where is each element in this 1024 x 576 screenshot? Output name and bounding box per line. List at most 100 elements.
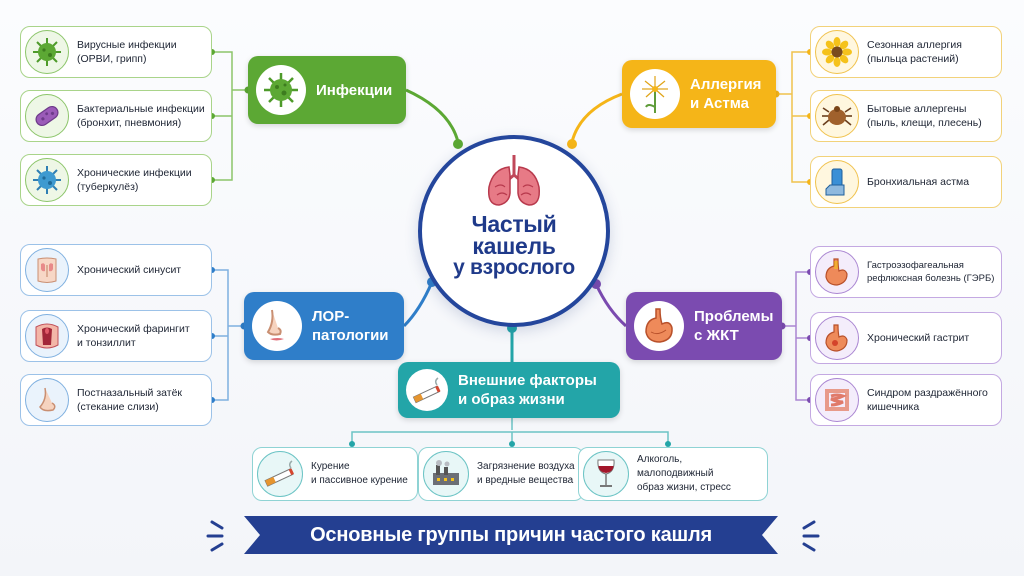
stomach-reflux-icon [815, 250, 859, 294]
sinus-icon [25, 248, 69, 292]
item-line: Хронический фарингит [77, 323, 190, 335]
sunflower-icon [815, 30, 859, 74]
item-line: образ жизни, стресс [637, 482, 731, 493]
item-text: Бактериальные инфекции (бронхит, пневмони… [77, 102, 205, 130]
footer-text: Основные группы причин частого кашля [310, 523, 712, 546]
category-title-line: Аллергия [690, 76, 762, 93]
item-line: (туберкулёз) [77, 181, 139, 193]
category-title: Инфекции [316, 81, 392, 100]
item-text: Хронический гастрит [867, 331, 969, 345]
nose-face-icon [252, 301, 302, 351]
item-line: Алкоголь, малоподвижный [637, 454, 714, 479]
category-infections: Инфекции [248, 56, 406, 124]
inhaler-icon [815, 160, 859, 204]
category-title-line: Внешние факторы [458, 372, 597, 389]
item-line: Хронический синусит [77, 264, 182, 276]
nose-icon [25, 378, 69, 422]
item-text: Хронические инфекции (туберкулёз) [77, 166, 192, 194]
item-line: Хронический гастрит [867, 332, 970, 344]
item-line: кишечника [867, 401, 920, 413]
bacteria-icon [25, 94, 69, 138]
list-item-household-allergens: Бытовые аллергены (пыль, клещи, плесень) [810, 90, 1002, 142]
category-allergy: Аллергия и Астма [622, 60, 776, 128]
category-title: ЛОР- патологии [312, 307, 389, 345]
item-text: Алкоголь, малоподвижный образ жизни, стре… [637, 453, 761, 495]
item-line: (бронхит, пневмония) [77, 117, 182, 129]
item-line: и вредные вещества [477, 475, 574, 486]
list-item-alcohol-lifestyle: Алкоголь, малоподвижный образ жизни, стре… [578, 447, 768, 501]
category-title-line: и образ жизни [458, 391, 565, 408]
item-line: (пыль, клещи, плесень) [867, 117, 982, 129]
category-title-line: с ЖКТ [694, 327, 739, 344]
list-item-postnasal-drip: Постназальный затёк (стекание слизи) [20, 374, 212, 426]
item-line: и пассивное курение [311, 475, 408, 486]
footer-banner: Основные группы причин частого кашля [244, 516, 778, 554]
category-title-line: Инфекции [316, 81, 393, 99]
item-text: Сезонная аллергия (пыльца растений) [867, 38, 962, 66]
item-text: Синдром раздражённого кишечника [867, 386, 988, 414]
stomach-icon [634, 301, 684, 351]
item-text: Постназальный затёк (стекание слизи) [77, 386, 182, 414]
item-line: Загрязнение воздуха [477, 461, 575, 472]
item-line: Синдром раздражённого [867, 387, 988, 399]
item-line: (ОРВИ, грипп) [77, 53, 147, 65]
item-text: Курение и пассивное курение [311, 460, 408, 488]
item-line: Хронические инфекции [77, 167, 192, 179]
dust-mite-icon [815, 94, 859, 138]
center-topic: Частый кашель у взрослого [418, 135, 610, 327]
list-item-smoking: Курение и пассивное курение [252, 447, 418, 501]
item-line: Бытовые аллергены [867, 103, 967, 115]
category-title: Проблемы с ЖКТ [694, 307, 773, 345]
cigarette-icon [257, 451, 303, 497]
item-text: Вирусные инфекции (ОРВИ, грипп) [77, 38, 177, 66]
center-title: Частый кашель у взрослого [453, 213, 575, 279]
list-item-chronic-sinusitis: Хронический синусит [20, 244, 212, 296]
list-item-bronchial-asthma: Бронхиальная астма [810, 156, 1002, 208]
list-item-chronic-infections: Хронические инфекции (туберкулёз) [20, 154, 212, 206]
factory-icon [423, 451, 469, 497]
stomach-icon [815, 316, 859, 360]
item-text: Хронический синусит [77, 263, 181, 277]
list-item-air-pollution: Загрязнение воздуха и вредные вещества [418, 447, 584, 501]
item-line: (стекание слизи) [77, 401, 159, 413]
item-line: (пыльца растений) [867, 53, 959, 65]
item-line: Постназальный затёк [77, 387, 183, 399]
category-title-line: Проблемы [694, 308, 774, 325]
item-text: Загрязнение воздуха и вредные вещества [477, 460, 575, 488]
category-title: Аллергия и Астма [690, 75, 761, 113]
list-item-ibs: Синдром раздражённого кишечника [810, 374, 1002, 426]
category-title-line: ЛОР- [312, 308, 350, 325]
list-item-chronic-gastritis: Хронический гастрит [810, 312, 1002, 364]
center-title-line: у взрослого [453, 256, 575, 279]
center-title-line: кашель [472, 233, 556, 259]
intestine-icon [815, 378, 859, 422]
decorative-dashes-left [206, 520, 224, 552]
center-title-line: Частый [471, 211, 557, 237]
cigarette-icon [406, 369, 448, 411]
item-line: Сезонная аллергия [867, 39, 962, 51]
virus-icon [25, 30, 69, 74]
throat-icon [25, 314, 69, 358]
item-line: Бактериальные инфекции [77, 103, 205, 115]
item-line: Бронхиальная астма [867, 176, 970, 188]
lungs-icon [487, 155, 541, 206]
category-title: Внешние факторы и образ жизни [458, 371, 597, 409]
category-title-line: патологии [312, 327, 389, 344]
item-text: Бытовые аллергены (пыль, клещи, плесень) [867, 102, 982, 130]
item-line: Курение [311, 461, 350, 472]
category-title-line: и Астма [690, 95, 749, 112]
item-line: Гастроэзофагеальная [867, 260, 964, 271]
category-ent: ЛОР- патологии [244, 292, 404, 360]
category-external: Внешние факторы и образ жизни [398, 362, 620, 418]
wine-glass-icon [583, 451, 629, 497]
list-item-seasonal-allergy: Сезонная аллергия (пыльца растений) [810, 26, 1002, 78]
list-item-bacterial-infections: Бактериальные инфекции (бронхит, пневмони… [20, 90, 212, 142]
item-line: Вирусные инфекции [77, 39, 177, 51]
item-text: Бронхиальная астма [867, 175, 969, 189]
virus-icon [25, 158, 69, 202]
decorative-dashes-right [802, 520, 820, 552]
